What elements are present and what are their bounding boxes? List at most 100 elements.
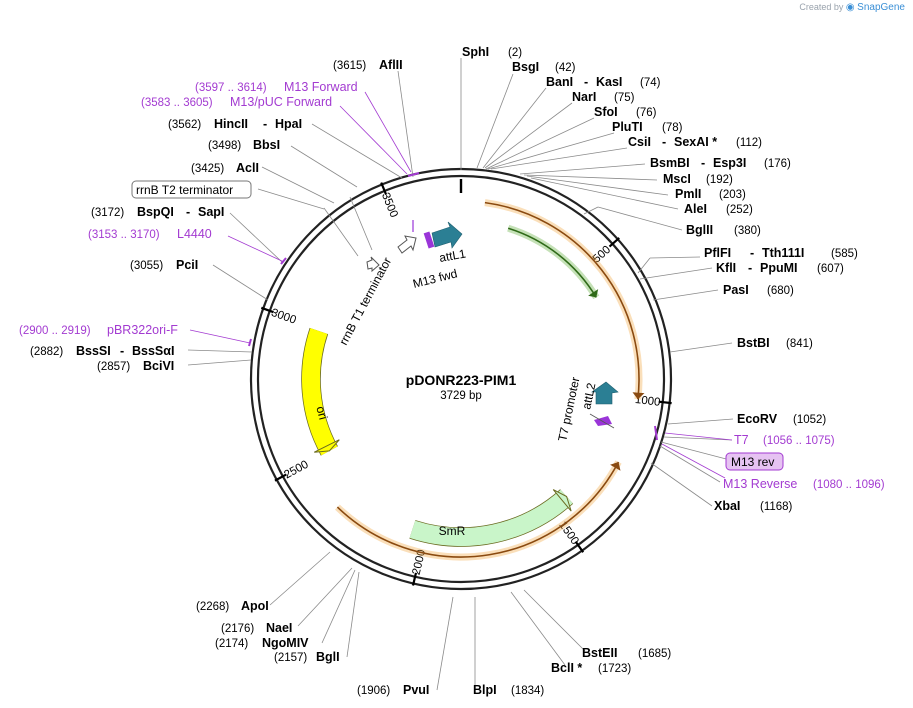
enzyme-aflii-pos: (3615): [333, 60, 366, 72]
tick-mark: [574, 540, 585, 553]
enzyme-pasi-pos: (680): [767, 285, 794, 297]
attl1-feature: [412, 220, 463, 249]
t7-leader: [589, 413, 615, 429]
feature-arc-smr-backbone: [336, 461, 620, 558]
enzyme-bbsi: BbsI: [253, 138, 280, 152]
svg-text:-: -: [120, 344, 124, 358]
plasmid-size: 3729 bp: [440, 390, 482, 402]
primer-m13forward-range: (3597 .. 3614): [195, 82, 267, 94]
enzyme-ppumi: PpuMI: [760, 261, 798, 275]
enzyme-bsgi: BsgI: [512, 60, 539, 74]
enzyme-ecorv: EcoRV: [737, 412, 778, 426]
primer-m13forward: M13 Forward: [284, 80, 358, 94]
tick-label: 1000: [634, 394, 661, 409]
enzyme-tth111i: Tth111I: [762, 246, 804, 260]
enzyme-naei-pos: (2176): [221, 623, 254, 635]
feature-arc-halo: [507, 224, 600, 300]
enzyme-bsteii: BstEII: [582, 646, 617, 660]
tick-label: 3500: [379, 191, 400, 219]
svg-text:-: -: [584, 75, 588, 89]
feature-arrowhead: [314, 439, 340, 453]
feature-arcs: [301, 199, 645, 561]
enzyme-kfli: KflI: [716, 261, 736, 275]
attl2-feature: [589, 381, 619, 429]
snapgene-credit: Created by ◉ SnapGene: [799, 2, 905, 13]
leader-lines: [187, 58, 734, 691]
ori-label: ori: [313, 405, 330, 422]
rrnb-t1-arrow: [366, 256, 380, 273]
primer-l4440-range: (3153 .. 3170): [88, 229, 160, 241]
enzyme-csii: CsiI: [628, 135, 651, 149]
enzyme-esp3i: Esp3I: [713, 156, 746, 170]
m13-rev-box: [725, 452, 784, 471]
enzyme-sfoi: SfoI: [594, 105, 618, 119]
credit-prefix: Created by: [799, 2, 844, 12]
enzyme-bcli: BclI *: [551, 661, 582, 675]
primer-m13puc-range: (3583 .. 3605): [141, 97, 213, 109]
enzyme-nari: NarI: [572, 90, 596, 104]
enzyme-bcivi: BciVI: [143, 359, 174, 373]
enzyme-pcii-pos: (3055): [130, 260, 163, 272]
enzyme-pluti-pos: (78): [662, 122, 683, 134]
enzyme-sfoi-pos: (76): [636, 107, 657, 119]
enzyme-bgli-pos: (2157): [274, 652, 307, 664]
svg-text:-: -: [750, 246, 754, 260]
tick-mark: [411, 572, 418, 586]
enzyme-pmli-pos: (203): [719, 189, 746, 201]
primer-pbr322: pBR322ori-F: [107, 323, 178, 337]
tick-label: 3000: [270, 307, 298, 327]
enzyme-bsmbi: BsmBI: [650, 156, 690, 170]
enzyme-pflfi: PflFI: [704, 246, 731, 260]
enzyme-sapi: SapI: [198, 205, 224, 219]
t7-promoter-mark: [594, 416, 612, 426]
enzyme-alei-pos: (252): [726, 204, 753, 216]
m13-fwd-primer-mark: [423, 231, 435, 249]
svg-text:-: -: [701, 156, 705, 170]
enzyme-bcli-pos: (1723): [598, 663, 631, 675]
backbone-inner: [256, 174, 666, 584]
t7-promoter-label: T7 promoter: [555, 376, 582, 443]
enzyme-pcii: PciI: [176, 258, 198, 272]
enzyme-pvui: PvuI: [403, 683, 429, 697]
enzyme-xbai: XbaI: [714, 499, 740, 513]
enzyme-ecorv-pos: (1052): [793, 414, 826, 426]
enzyme-bsssai: BssSαI: [132, 344, 174, 358]
attl1-label: attL1: [438, 246, 467, 264]
tick-mark: [658, 400, 672, 405]
primer-l4440: L4440: [177, 227, 212, 241]
enzyme-hpai: HpaI: [275, 117, 302, 131]
primer-pbr322-range: (2900 .. 2919): [19, 325, 91, 337]
attl1-arrow: [431, 221, 463, 249]
enzyme-aflii: AflII: [379, 58, 403, 72]
attl2-arrow: [591, 381, 619, 405]
credit-brand: SnapGene: [857, 2, 905, 13]
rrnb-t2-box: [131, 180, 252, 199]
primer-t7-range: (1056 .. 1075): [763, 435, 835, 447]
enzyme-hincii: HincII: [214, 117, 248, 131]
enzyme-ngomiv: NgoMIV: [262, 636, 309, 650]
enzyme-csii-pos: (112): [736, 137, 762, 149]
enzyme-alei: AleI: [684, 202, 707, 216]
svg-text:-: -: [748, 261, 752, 275]
rrnb-t1-label: rrnB T1 terminator: [336, 255, 394, 347]
primer-leaders: [189, 91, 733, 479]
feature-arc-pim1-orange: [484, 201, 640, 400]
attl2-label: attL2: [579, 381, 598, 410]
primer-m13reverse-range: (1080 .. 1096): [813, 479, 885, 491]
enzyme-sphi-pos: (2): [508, 47, 522, 59]
primer-m13reverse: M13 Reverse: [723, 477, 797, 491]
tick-label: 2500: [282, 459, 310, 482]
smr-label: SmR: [439, 524, 466, 538]
enzyme-pflfi-pos: (585): [831, 248, 858, 260]
primer-m13puc: M13/pUC Forward: [230, 95, 332, 109]
primer-t7: T7: [734, 433, 749, 447]
enzyme-bsteii-pos: (1685): [638, 648, 671, 660]
enzyme-pluti: PluTI: [612, 120, 643, 134]
enzyme-bglii: BglII: [686, 223, 713, 237]
enzyme-acli-pos: (3425): [191, 163, 224, 175]
enzyme-bspqi-pos: (3172): [91, 207, 124, 219]
enzyme-bani: BanI: [546, 75, 573, 89]
enzyme-bgli: BglI: [316, 650, 340, 664]
enzyme-pmli: PmlI: [675, 187, 701, 201]
